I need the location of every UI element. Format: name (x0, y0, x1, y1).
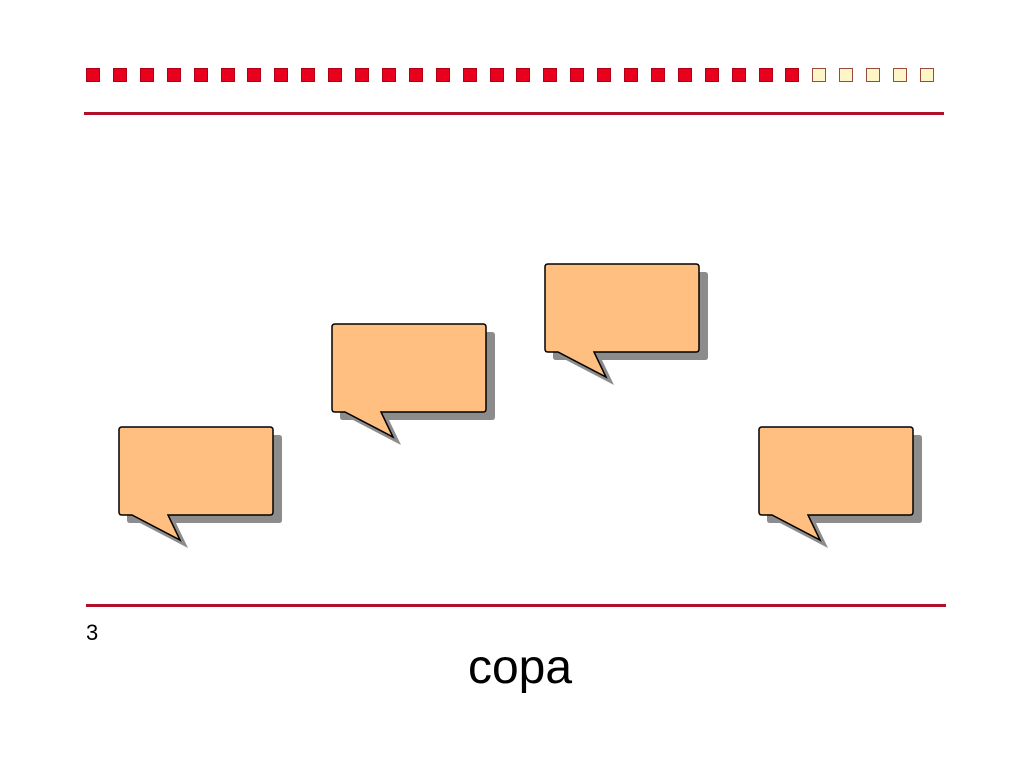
speech-bubble-4 (758, 426, 922, 548)
progress-indicator (0, 0, 1024, 100)
progress-square-filled (785, 68, 799, 82)
progress-square-filled (759, 68, 773, 82)
speech-bubble-2 (331, 323, 495, 445)
bottom-divider-line (86, 604, 946, 607)
progress-square-filled (247, 68, 261, 82)
progress-square-filled (194, 68, 208, 82)
progress-square-filled (301, 68, 315, 82)
speech-bubble-3 (544, 263, 708, 385)
progress-square-filled (597, 68, 611, 82)
progress-square-filled (624, 68, 638, 82)
speech-bubble-body (331, 323, 487, 439)
progress-square-filled (140, 68, 154, 82)
slide-number: 3 (86, 620, 99, 645)
progress-square-filled (86, 68, 100, 82)
top-divider-line (84, 112, 944, 115)
progress-square-filled (678, 68, 692, 82)
speech-bubble-body (758, 426, 914, 542)
progress-square-filled (651, 68, 665, 82)
progress-square-filled (463, 68, 477, 82)
progress-square-empty (812, 68, 826, 82)
progress-square-filled (382, 68, 396, 82)
progress-square-filled (409, 68, 423, 82)
progress-square-filled (570, 68, 584, 82)
progress-square-filled (543, 68, 557, 82)
progress-square-filled (328, 68, 342, 82)
progress-square-empty (866, 68, 880, 82)
progress-square-filled (490, 68, 504, 82)
progress-square-filled (221, 68, 235, 82)
progress-square-empty (893, 68, 907, 82)
progress-square-empty (839, 68, 853, 82)
progress-square-filled (113, 68, 127, 82)
progress-square-filled (355, 68, 369, 82)
progress-square-empty (920, 68, 934, 82)
progress-square-filled (516, 68, 530, 82)
slide-caption: copa (467, 641, 573, 694)
speech-bubble-1 (118, 426, 282, 548)
progress-square-filled (274, 68, 288, 82)
progress-square-filled (436, 68, 450, 82)
progress-square-filled (167, 68, 181, 82)
progress-square-filled (732, 68, 746, 82)
speech-bubble-body (118, 426, 274, 542)
speech-bubble-body (544, 263, 700, 379)
progress-square-filled (705, 68, 719, 82)
